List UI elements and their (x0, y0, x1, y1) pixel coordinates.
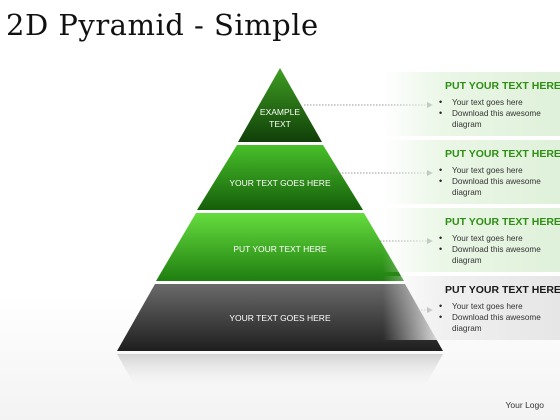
bullet-item: Download this awesome diagram (435, 108, 560, 130)
bullet-item: Your text goes here (435, 301, 560, 312)
bullet-item: Your text goes here (435, 97, 560, 108)
panel-title: PUT YOUR TEXT HERE (445, 80, 560, 92)
pyramid-tier-1 (238, 68, 322, 142)
tier-label-4: YOUR TEXT GOES HERE (229, 313, 331, 323)
bullet-list: Your text goes here Download this awesom… (435, 97, 560, 130)
bullet-item: Download this awesome diagram (435, 176, 560, 198)
page-title: 2D Pyramid - Simple (6, 8, 319, 42)
panel-title: PUT YOUR TEXT HERE (445, 284, 560, 296)
bullet-item: Download this awesome diagram (435, 244, 560, 266)
info-panel-2: PUT YOUR TEXT HERE Your text goes here D… (383, 140, 560, 204)
bullet-item: Your text goes here (435, 233, 560, 244)
tier-label-2: YOUR TEXT GOES HERE (229, 178, 331, 188)
info-panel-4: PUT YOUR TEXT HERE Your text goes here D… (383, 276, 560, 340)
pyramid-reflection (117, 354, 443, 395)
bullet-list: Your text goes here Download this awesom… (435, 233, 560, 266)
pyramid-tier-3 (156, 213, 404, 281)
panel-title: PUT YOUR TEXT HERE (445, 148, 560, 160)
info-panel-3: PUT YOUR TEXT HERE Your text goes here D… (383, 208, 560, 272)
pyramid-tier-4 (117, 284, 443, 351)
bullet-item: Download this awesome diagram (435, 312, 560, 334)
bullet-item: Your text goes here (435, 165, 560, 176)
pyramid-tier-2 (197, 145, 363, 210)
bullet-list: Your text goes here Download this awesom… (435, 301, 560, 334)
panel-title: PUT YOUR TEXT HERE (445, 216, 560, 228)
logo-text: Your Logo (505, 400, 544, 410)
bullet-list: Your text goes here Download this awesom… (435, 165, 560, 198)
tier-label-1: EXAMPLE TEXT (259, 107, 301, 129)
tier-label-3: PUT YOUR TEXT HERE (233, 244, 327, 254)
info-panel-1: PUT YOUR TEXT HERE Your text goes here D… (383, 72, 560, 136)
